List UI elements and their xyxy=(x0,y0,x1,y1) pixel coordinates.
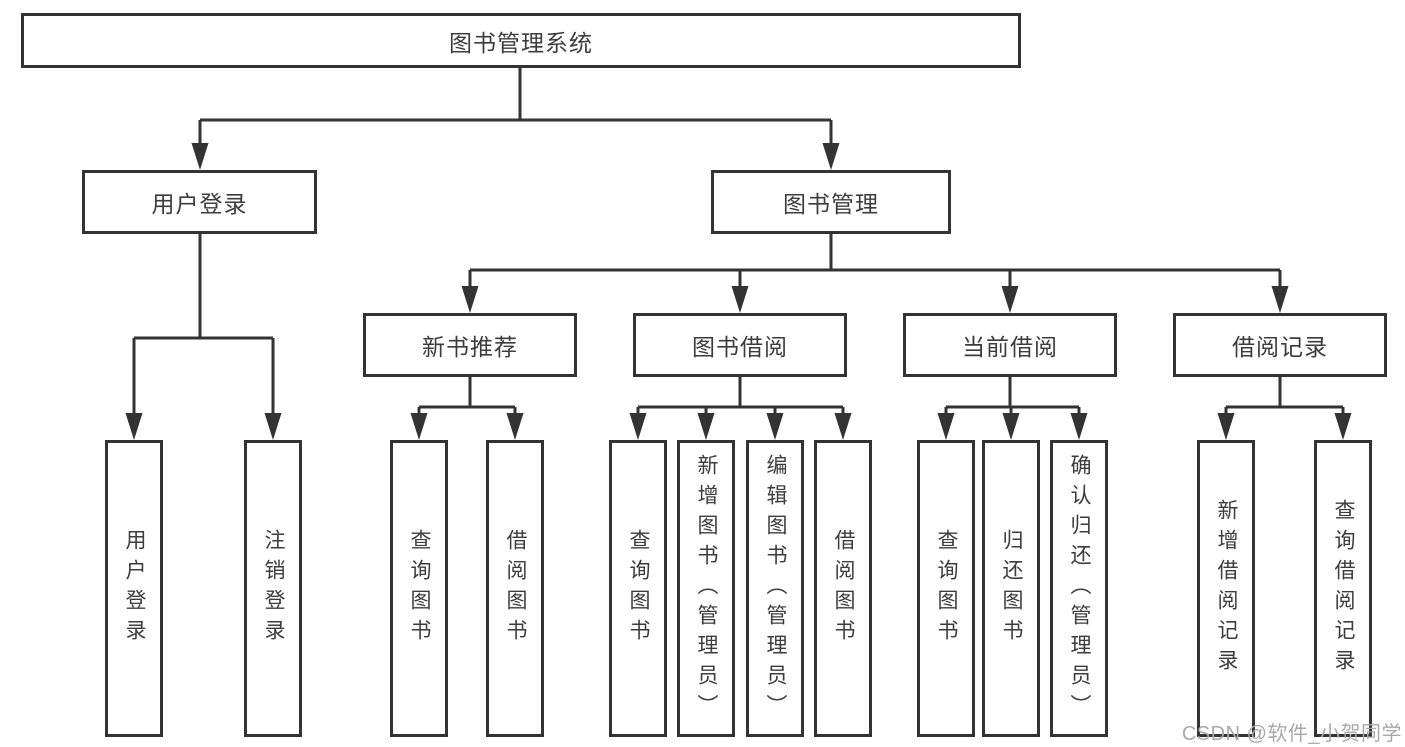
node-book-borrow: 图书借阅 xyxy=(633,313,847,377)
leaf-edit-books-admin: 编辑图书（管理员） xyxy=(746,440,804,737)
leaf-logout: 注销登录 xyxy=(244,440,302,737)
leaf-recommend-query-books: 查询图书 xyxy=(390,440,448,737)
leaf-confirm-return-admin: 确认归还（管理员） xyxy=(1050,440,1108,737)
leaf-borrow-books: 借阅图书 xyxy=(814,440,872,737)
node-borrow-records: 借阅记录 xyxy=(1173,313,1387,377)
node-new-book-recommend: 新书推荐 xyxy=(363,313,577,377)
leaf-add-books-admin: 新增图书（管理员） xyxy=(677,440,735,737)
leaf-user-login: 用户登录 xyxy=(105,440,163,737)
leaf-query-borrow-record: 查询借阅记录 xyxy=(1314,440,1372,737)
leaf-add-borrow-record: 新增借阅记录 xyxy=(1197,440,1255,737)
leaf-return-books: 归还图书 xyxy=(982,440,1040,737)
node-user-login: 用户登录 xyxy=(82,170,317,234)
node-library-system-root: 图书管理系统 xyxy=(21,13,1021,68)
watermark: CSDN @软件_小贺同学 xyxy=(1181,723,1402,745)
node-current-borrow: 当前借阅 xyxy=(903,313,1117,377)
leaf-current-query-books: 查询图书 xyxy=(917,440,975,737)
leaf-borrow-query-books: 查询图书 xyxy=(609,440,667,737)
node-book-management: 图书管理 xyxy=(711,170,951,234)
leaf-recommend-borrow-books: 借阅图书 xyxy=(486,440,544,737)
